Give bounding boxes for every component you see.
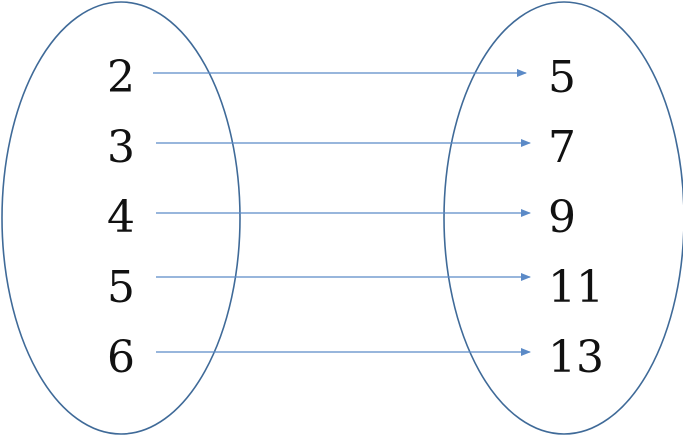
domain-value: 5 [107, 262, 135, 313]
range-value: 9 [548, 192, 576, 243]
range-set-values: 5 7 9 11 13 [548, 52, 604, 383]
domain-set-oval [1, 1, 241, 435]
domain-value: 4 [107, 192, 135, 243]
range-set-oval [443, 1, 683, 435]
range-value: 7 [548, 122, 576, 173]
domain-value: 3 [107, 122, 135, 173]
mapping-arrows [153, 69, 531, 356]
range-value: 13 [548, 332, 604, 383]
domain-value: 2 [107, 52, 135, 103]
range-value: 5 [548, 52, 576, 103]
domain-set-values: 2 3 4 5 6 [107, 52, 135, 383]
domain-value: 6 [107, 332, 135, 383]
range-value: 11 [548, 262, 604, 313]
